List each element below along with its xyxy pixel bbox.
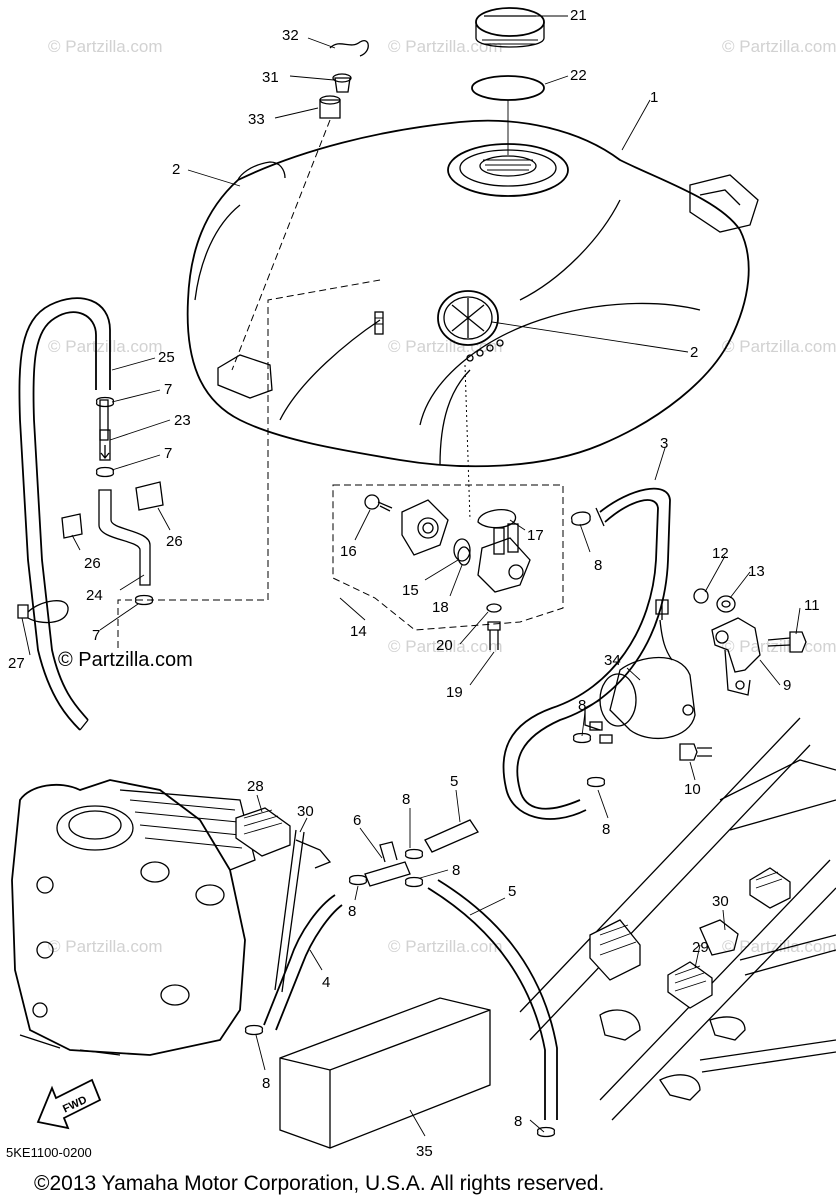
callout-30: 30	[297, 803, 314, 820]
frame	[519, 717, 836, 1121]
fuel-cock-assembly	[332, 364, 564, 650]
callout-8: 8	[262, 1075, 270, 1092]
copyright-text: ©2013 Yamaha Motor Corporation, U.S.A. A…	[34, 1172, 604, 1195]
watermark: © Partzilla.com	[48, 37, 163, 56]
callout-14: 14	[350, 623, 367, 640]
callout-26: 26	[84, 555, 101, 572]
watermark: © Partzilla.com	[388, 937, 503, 956]
callout-23: 23	[174, 412, 191, 429]
callout-8: 8	[602, 821, 610, 838]
damper-and-band	[235, 807, 332, 993]
fwd-arrow: FWD	[36, 1078, 102, 1130]
callout-33: 33	[248, 111, 265, 128]
watermark: © Partzilla.com	[722, 637, 836, 656]
callout-29: 29	[692, 939, 709, 956]
callout-13: 13	[748, 563, 765, 580]
watermark: © Partzilla.com	[722, 37, 836, 56]
fuel-hose-upper	[424, 819, 479, 853]
callout-5: 5	[450, 773, 458, 790]
callout-15: 15	[402, 582, 419, 599]
callout-11: 11	[804, 597, 820, 614]
callout-35: 35	[416, 1143, 433, 1160]
callout-numbers: 21 22 32 31 33 1 2 2 25 7 23 7 3 17 16 2…	[8, 7, 820, 1160]
engine-block	[11, 779, 256, 1056]
callout-18: 18	[432, 599, 449, 616]
clip-and-damper	[231, 40, 369, 371]
fuel-tank	[186, 119, 759, 468]
callout-16: 16	[340, 543, 357, 560]
callout-30: 30	[712, 893, 729, 910]
callout-8: 8	[578, 697, 586, 714]
callout-8: 8	[348, 903, 356, 920]
callout-22: 22	[570, 67, 587, 84]
diagram-code: 5KE1100-0200	[6, 1145, 92, 1160]
callout-7: 7	[164, 445, 172, 462]
watermark-prominent: © Partzilla.com	[58, 649, 193, 671]
sponge-block	[279, 997, 491, 1149]
callout-31: 31	[262, 69, 279, 86]
watermark: © Partzilla.com	[388, 337, 503, 356]
breather-hoses	[17, 297, 164, 731]
callout-10: 10	[684, 781, 701, 798]
t-joint	[349, 841, 423, 888]
fuel-hose-lower	[427, 879, 558, 1138]
callout-5: 5	[508, 883, 516, 900]
callout-32: 32	[282, 27, 299, 44]
leader-lines	[21, 15, 801, 1137]
callout-7: 7	[92, 627, 100, 644]
watermark: © Partzilla.com	[388, 637, 503, 656]
callout-25: 25	[158, 349, 175, 366]
fuel-pump	[573, 599, 696, 788]
watermark: © Partzilla.com	[722, 337, 836, 356]
callout-2: 2	[690, 344, 698, 361]
callout-34: 34	[604, 652, 621, 669]
callout-21: 21	[570, 7, 587, 24]
vacuum-hose	[245, 894, 343, 1036]
watermark-layer: © Partzilla.com © Partzilla.com © Partzi…	[48, 37, 836, 956]
fuel-cap	[475, 7, 545, 48]
callout-3: 3	[660, 435, 668, 452]
callout-17: 17	[527, 527, 544, 544]
callout-9: 9	[783, 677, 791, 694]
watermark: © Partzilla.com	[48, 937, 163, 956]
callout-20: 20	[436, 637, 453, 654]
callout-12: 12	[712, 545, 729, 562]
assembly-leader	[117, 279, 381, 648]
gasket	[471, 75, 545, 101]
callout-8: 8	[514, 1113, 522, 1130]
callout-1: 1	[650, 89, 658, 106]
callout-8: 8	[402, 791, 410, 808]
callout-7: 7	[164, 381, 172, 398]
callout-28: 28	[247, 778, 264, 795]
watermark: © Partzilla.com	[388, 37, 503, 56]
callout-26: 26	[166, 533, 183, 550]
callout-8: 8	[452, 862, 460, 879]
pump-bracket	[679, 588, 807, 761]
callout-24: 24	[86, 587, 103, 604]
callout-8: 8	[594, 557, 602, 574]
callout-4: 4	[322, 974, 330, 991]
watermark: © Partzilla.com	[48, 337, 163, 356]
callout-27: 27	[8, 655, 25, 672]
callout-2: 2	[172, 161, 180, 178]
callout-6: 6	[353, 812, 361, 829]
callout-19: 19	[446, 684, 463, 701]
